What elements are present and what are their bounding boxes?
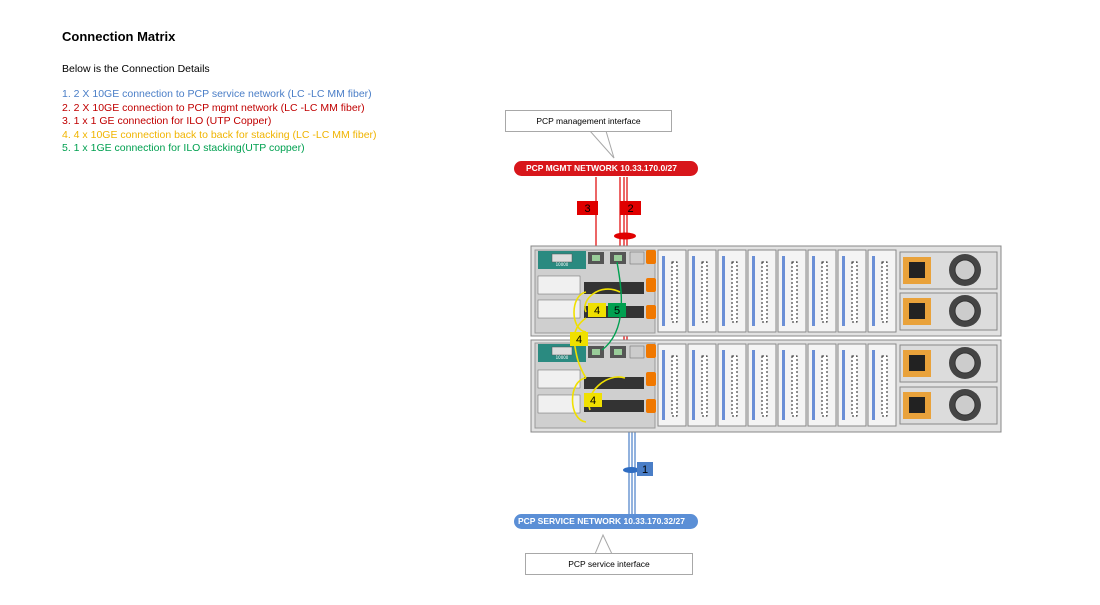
- svg-text:4: 4: [590, 395, 596, 407]
- page-title: Connection Matrix: [62, 29, 176, 44]
- svg-text:5: 5: [614, 305, 620, 317]
- server-1: 10000: [530, 245, 1002, 337]
- connection-legend: 1. 2 X 10GE connection to PCP service ne…: [62, 88, 377, 156]
- page-subtitle: Below is the Connection Details: [62, 63, 210, 75]
- service-callout-pointer: [594, 533, 613, 555]
- legend-item-5: 5. 1 x 1GE connection for ILO stacking(U…: [62, 142, 305, 154]
- service-network-bar: PCP SERVICE NETWORK 10.33.170.32/27: [514, 514, 698, 529]
- svg-text:4: 4: [576, 334, 582, 346]
- mgmt-network-label: PCP MGMT NETWORK 10.33.170.0/27: [526, 163, 678, 173]
- link-label-4b: 4: [570, 332, 588, 346]
- service-cables: [623, 420, 639, 514]
- svg-text:4: 4: [594, 305, 600, 317]
- link-label-5: 5: [608, 303, 626, 317]
- legend-item-2: 2. 2 X 10GE connection to PCP mgmt netwo…: [62, 101, 365, 114]
- service-bundle-marker: [623, 467, 639, 473]
- svg-text:3: 3: [584, 203, 590, 215]
- server-2: 10000: [530, 339, 1002, 433]
- module-badge-text-2: 10000: [556, 355, 569, 360]
- module-badge-text-1: 10000: [556, 262, 569, 267]
- link-label-2: 2: [620, 201, 641, 215]
- mgmt-interface-label: PCP management interface: [536, 116, 641, 126]
- service-network-label: PCP SERVICE NETWORK 10.33.170.32/27: [518, 516, 685, 526]
- service-interface-callout: PCP service interface: [525, 553, 693, 575]
- mgmt-interface-callout: PCP management interface: [505, 110, 672, 132]
- pcie-slots-2: [657, 343, 897, 427]
- svg-text:1: 1: [642, 464, 648, 476]
- legend-item-3: 3. 1 x 1 GE connection for ILO (UTP Copp…: [62, 115, 272, 127]
- legend-item-4: 4. 4 x 10GE connection back to back for …: [62, 128, 377, 141]
- link-label-3: 3: [577, 201, 598, 215]
- psu-1: [899, 251, 998, 331]
- psu-2: [899, 344, 998, 425]
- link-label-1: 1: [637, 462, 653, 476]
- mgmt-network-bar: PCP MGMT NETWORK 10.33.170.0/27: [514, 161, 698, 176]
- link-label-4c: 4: [584, 393, 602, 407]
- legend-item-1: 1. 2 X 10GE connection to PCP service ne…: [62, 88, 372, 100]
- mgmt-bundle-marker: [614, 232, 636, 240]
- link-label-4a: 4: [588, 303, 606, 317]
- svg-text:2: 2: [627, 203, 633, 215]
- pcie-slots-1: [657, 249, 897, 333]
- mgmt-callout-pointer: [588, 130, 615, 159]
- service-interface-label: PCP service interface: [568, 559, 650, 569]
